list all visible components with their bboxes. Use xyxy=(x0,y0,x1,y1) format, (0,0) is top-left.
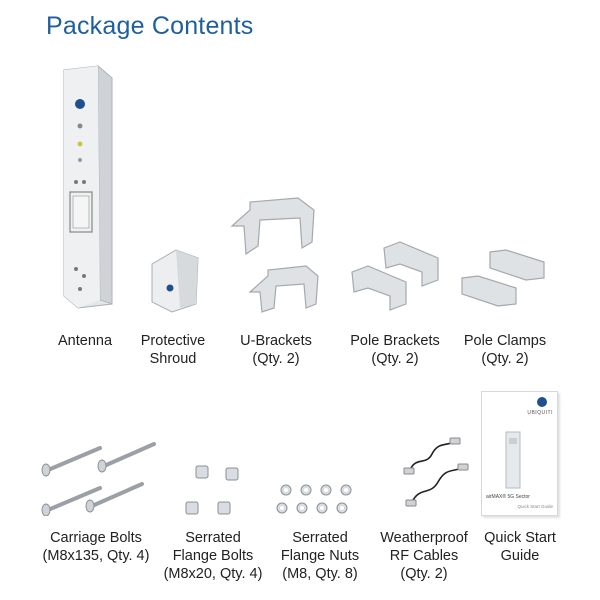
caption-shroud: Protective Shroud xyxy=(140,333,206,367)
guide-subtitle: Quick Start Guide xyxy=(517,504,553,509)
caption-flange-bolts: Serrated Flange Bolts (M8x20, Qty. 4) xyxy=(163,530,263,582)
caption-pole-clamps: Pole Clamps (Qty. 2) xyxy=(463,333,547,367)
pole-clamps-image xyxy=(460,248,550,318)
flange-nuts-image xyxy=(272,482,358,516)
carriage-bolts-image xyxy=(34,436,164,516)
flange-bolts-image xyxy=(180,462,250,522)
shroud-image xyxy=(146,248,206,314)
caption-quick-start-guide: Quick Start Guide xyxy=(484,530,556,564)
u-brackets-image xyxy=(228,196,324,316)
guide-brand: UBIQUITI xyxy=(527,410,553,416)
caption-flange-nuts: Serrated Flange Nuts (M8, Qty. 8) xyxy=(280,530,360,582)
caption-pole-brackets: Pole Brackets (Qty. 2) xyxy=(350,333,440,367)
caption-carriage-bolts: Carriage Bolts (M8x135, Qty. 4) xyxy=(42,530,150,564)
rf-cables-image xyxy=(396,436,476,510)
guide-product: airMAX® 5G Sector xyxy=(486,494,530,500)
caption-antenna: Antenna xyxy=(57,333,113,349)
page-title: Package Contents xyxy=(46,12,254,40)
antenna-image xyxy=(58,64,118,310)
caption-rf-cables: Weatherproof RF Cables (Qty. 2) xyxy=(380,530,468,582)
caption-u-brackets: U-Brackets (Qty. 2) xyxy=(240,333,312,367)
pole-brackets-image xyxy=(350,238,440,318)
quick-start-guide-image: UBIQUITI airMAX® 5G Sector Quick Start G… xyxy=(481,391,558,516)
